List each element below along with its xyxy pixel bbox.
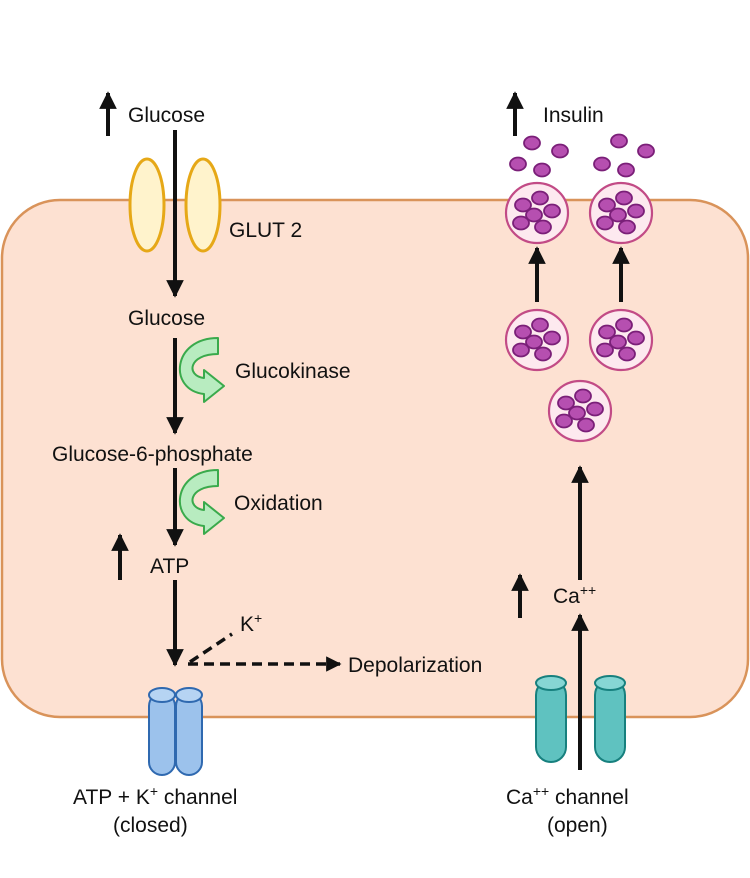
atp-k-channel <box>148 687 203 776</box>
glut2-label: GLUT 2 <box>229 219 302 242</box>
glucose-outside-label: Glucose <box>128 104 205 127</box>
oxidation-label: Oxidation <box>234 492 323 515</box>
glucose-6-phosphate-label: Glucose-6-phosphate <box>52 443 253 466</box>
glucose-inside-label: Glucose <box>128 307 205 330</box>
released-insulin-granules <box>509 133 655 178</box>
vesicle-icon <box>506 183 568 243</box>
vesicle-icon <box>549 381 611 441</box>
atp-k-channel-label: ATP + K+ channel <box>73 783 237 809</box>
atp-k-channel-state: (closed) <box>113 814 188 837</box>
insulin-label: Insulin <box>543 104 604 127</box>
depolarization-label: Depolarization <box>348 654 482 677</box>
ca-channel <box>535 675 626 763</box>
depolarization-dashed-arrows <box>188 632 342 672</box>
vesicle-icon <box>590 183 652 243</box>
ca-inside-label: Ca++ <box>553 582 596 608</box>
calcium-pathway-arrows <box>528 246 630 770</box>
atp-label: ATP <box>150 555 189 578</box>
glut2-transporter <box>128 157 222 253</box>
vesicle-icon <box>506 310 568 370</box>
vesicle-icon <box>590 310 652 370</box>
glucokinase-label: Glucokinase <box>235 360 351 383</box>
k-ion-label: K+ <box>240 610 262 636</box>
ca-channel-label: Ca++ channel <box>506 783 629 809</box>
ca-channel-state: (open) <box>547 814 608 837</box>
